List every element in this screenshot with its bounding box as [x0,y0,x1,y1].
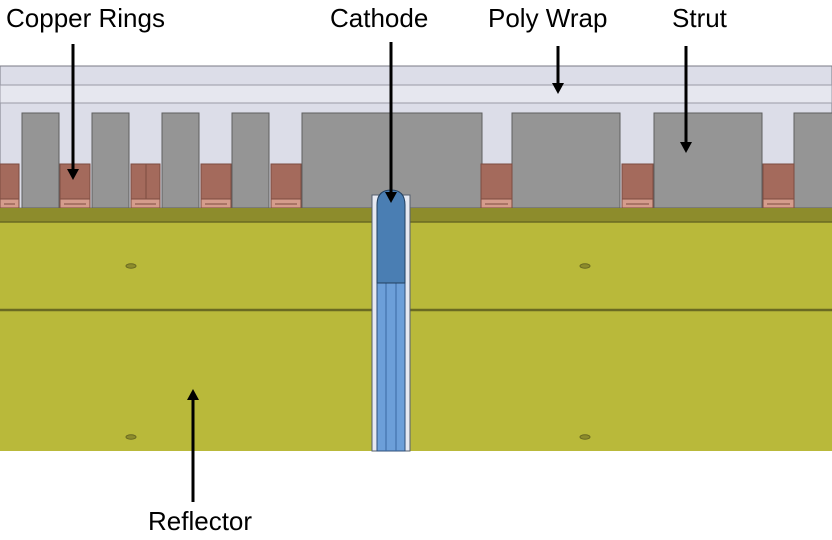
poly-wrap-band [0,84,832,104]
strut [161,112,200,209]
strut [231,112,270,209]
strut-label: Strut [672,3,727,33]
poly-wrap-arrow-head [552,83,564,94]
copper-ring [270,163,302,201]
reflector-hole [125,434,137,440]
copper-rings-group [0,163,795,209]
copper-rings-arrow-head [67,169,79,180]
copper-ring [0,163,20,201]
strut [653,112,763,209]
cathode-tip [376,189,406,284]
strut [511,112,621,209]
reflector-holes-group [125,263,591,440]
copper-ring [59,163,91,201]
copper-ring [480,163,513,201]
strut [793,112,832,209]
copper-rings-label: Copper Rings [6,3,165,33]
strut [91,112,130,209]
reflector-top-strip [0,208,832,222]
cathode-arrow-head [385,192,397,203]
copper-ring [762,163,795,201]
reflector-arrow-head [187,389,199,400]
strut [21,112,60,209]
copper-ring [200,163,232,201]
reflector-hole [579,263,591,269]
copper-ring [621,163,654,201]
reflector-block [0,222,832,451]
reflector-hole [579,434,591,440]
cathode-body [376,261,406,452]
reflector-hole [125,263,137,269]
callout-arrows-group [67,42,692,502]
cathode-label: Cathode [330,3,429,33]
reflector-label: Reflector [148,506,253,536]
strut-arrow-head [680,142,692,153]
poly-wrap-label: Poly Wrap [488,3,608,33]
